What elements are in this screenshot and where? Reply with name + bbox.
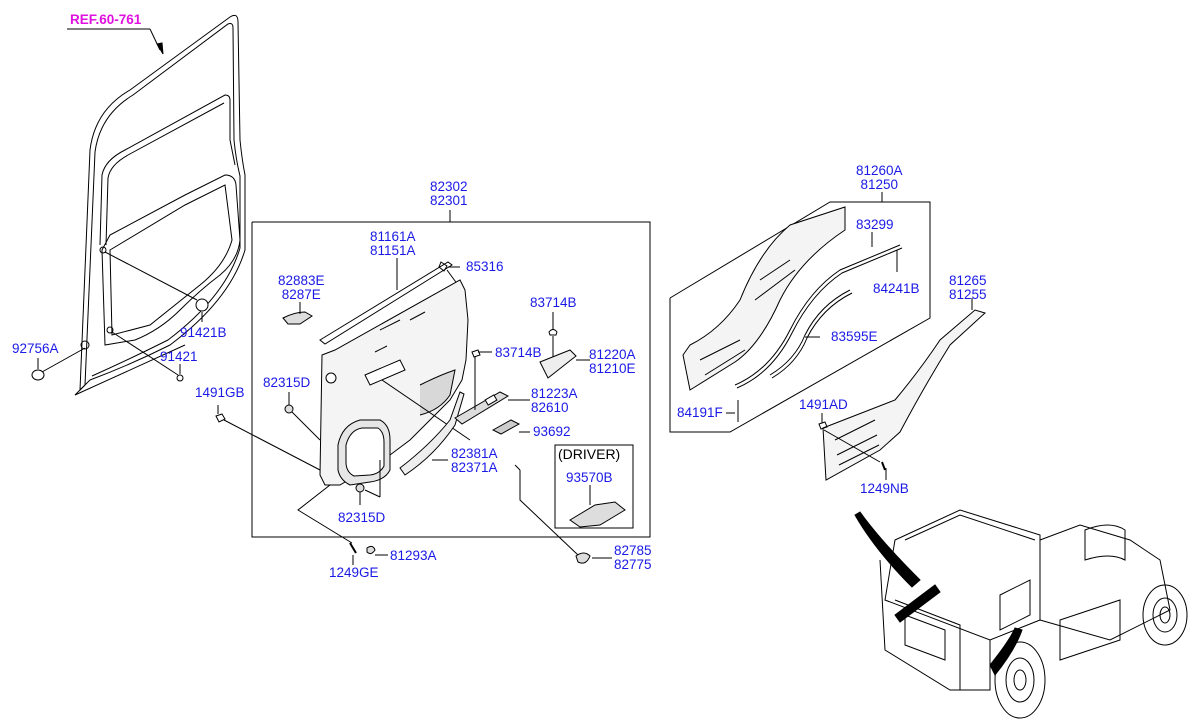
part-number: 81260A bbox=[856, 163, 903, 178]
rear-group-box bbox=[669, 201, 931, 433]
location-marker-pillar bbox=[989, 627, 1023, 676]
leader-91421B bbox=[104, 251, 198, 301]
plug-91421 bbox=[176, 374, 184, 382]
reference-link[interactable]: REF.60-761 bbox=[70, 12, 142, 27]
part-label-93692[interactable]: 93692 bbox=[533, 424, 571, 439]
part-label-82315D-top[interactable]: 82315D bbox=[263, 375, 311, 390]
master-switch-93570B bbox=[569, 501, 626, 528]
part-label-83299[interactable]: 83299 bbox=[856, 217, 894, 232]
leader-92756A bbox=[41, 347, 86, 373]
screw-82315D-top bbox=[284, 404, 294, 414]
door-trim-group bbox=[215, 210, 651, 544]
clip-1491AD bbox=[818, 421, 828, 430]
part-label-83714B-top[interactable]: 83714B bbox=[530, 295, 577, 310]
clip-83714B-top bbox=[548, 329, 558, 336]
part-number: 82301 bbox=[430, 193, 468, 208]
part-label-81223A-group[interactable]: 81223A 82610 bbox=[531, 387, 578, 415]
part-label-93570B[interactable]: 93570B bbox=[566, 470, 613, 485]
handle-cup-81220A bbox=[539, 349, 577, 379]
loose-fasteners bbox=[349, 464, 612, 565]
part-number: 81255 bbox=[949, 287, 987, 302]
part-label-82883E-group[interactable]: 82883E 8287E bbox=[278, 274, 325, 302]
plug-91421B bbox=[195, 298, 209, 312]
part-number: 81220A bbox=[589, 347, 636, 362]
armrest-trim-82381A bbox=[399, 391, 465, 476]
location-arrow bbox=[854, 511, 921, 588]
part-label-85316[interactable]: 85316 bbox=[466, 259, 504, 274]
door-frame bbox=[31, 14, 246, 396]
part-label-1491AD[interactable]: 1491AD bbox=[799, 397, 848, 412]
part-label-83714B-mid[interactable]: 83714B bbox=[495, 345, 542, 360]
part-number: 81250 bbox=[860, 177, 899, 192]
part-number: 82610 bbox=[531, 400, 569, 415]
part-label-81293A[interactable]: 81293A bbox=[390, 548, 437, 563]
part-label-91421[interactable]: 91421 bbox=[160, 349, 198, 364]
part-number: 81265 bbox=[949, 273, 987, 288]
screw-82315D-bottom bbox=[355, 483, 365, 493]
screw-1249GE bbox=[349, 542, 357, 554]
part-number: 81151A bbox=[370, 243, 416, 258]
pull-handle-82883E bbox=[282, 311, 313, 325]
rear-trim-panel-81260A bbox=[682, 206, 846, 391]
part-label-92756A[interactable]: 92756A bbox=[12, 341, 59, 356]
part-label-81260A-group[interactable]: 81260A 81250 bbox=[856, 164, 903, 192]
driver-box-title: (DRIVER) bbox=[558, 446, 621, 462]
part-label-82302-group[interactable]: 82302 82301 bbox=[430, 180, 468, 208]
screw-1249NB bbox=[881, 461, 886, 471]
part-label-81220A-group[interactable]: 81220A 81210E bbox=[589, 348, 636, 376]
part-label-1249NB[interactable]: 1249NB bbox=[860, 481, 909, 496]
group-box bbox=[251, 221, 651, 538]
part-label-91421B[interactable]: 91421B bbox=[180, 325, 227, 340]
window-switch-93692 bbox=[491, 419, 521, 435]
clip-1491GB bbox=[215, 413, 226, 423]
strip-83299 bbox=[734, 244, 901, 386]
part-label-82315D-bottom[interactable]: 82315D bbox=[338, 510, 386, 525]
ref-arrowhead bbox=[156, 42, 164, 55]
part-label-1491GB[interactable]: 1491GB bbox=[195, 385, 245, 400]
part-number: 82785 bbox=[614, 543, 652, 558]
part-label-82381A-group[interactable]: 82381A 82371A bbox=[451, 447, 498, 475]
part-label-81161A-group[interactable]: 81161A 81151A bbox=[370, 230, 416, 258]
cap-81293A bbox=[366, 545, 376, 555]
part-label-84191F[interactable]: 84191F bbox=[677, 405, 723, 420]
part-number: 82371A bbox=[451, 460, 498, 475]
part-label-81265-group[interactable]: 81265 81255 bbox=[949, 274, 987, 302]
pillar-trim-group bbox=[818, 298, 986, 481]
pillar-trim-81265 bbox=[822, 309, 986, 481]
part-number: 81161A bbox=[370, 229, 416, 244]
leader-91421 bbox=[111, 331, 179, 376]
cover-82785 bbox=[575, 552, 591, 564]
strip-83595E bbox=[769, 289, 851, 376]
part-number: 82381A bbox=[451, 446, 498, 461]
driver-box bbox=[554, 444, 634, 529]
part-label-1249GE[interactable]: 1249GE bbox=[329, 565, 379, 580]
part-label-82785-group[interactable]: 82785 82775 bbox=[614, 544, 652, 572]
part-label-83595E[interactable]: 83595E bbox=[831, 329, 878, 344]
part-label-84241B[interactable]: 84241B bbox=[873, 281, 920, 296]
plug-92756A bbox=[31, 369, 45, 381]
clip-83714B-mid bbox=[471, 349, 481, 358]
part-number: 82302 bbox=[430, 179, 468, 194]
part-number: 81210E bbox=[589, 361, 636, 376]
rear-trim-group bbox=[669, 192, 931, 433]
part-number: 82775 bbox=[614, 557, 652, 572]
truck-illustration bbox=[854, 509, 1188, 719]
belt-weatherstrip bbox=[319, 261, 453, 345]
clip-85316 bbox=[438, 261, 448, 272]
part-number: 8287E bbox=[281, 287, 321, 302]
part-number: 82883E bbox=[278, 273, 325, 288]
part-number: 81223A bbox=[531, 386, 578, 401]
